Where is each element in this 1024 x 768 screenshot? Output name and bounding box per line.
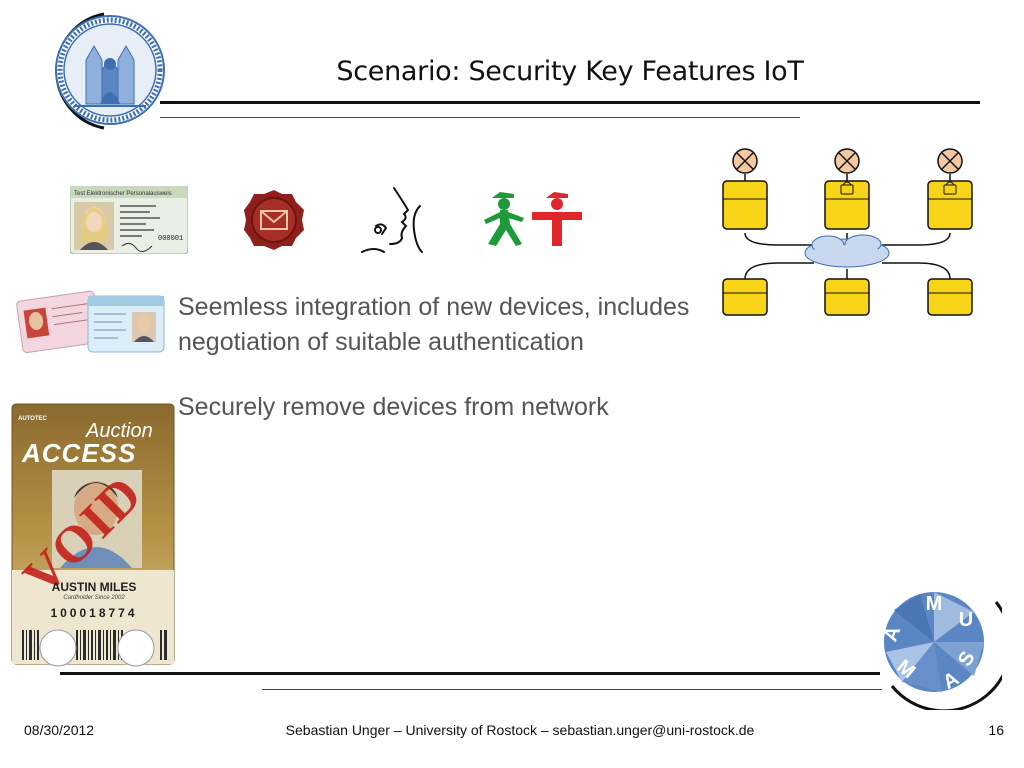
card-brand: AUTOTEC <box>18 416 47 422</box>
green-walking-man-icon <box>484 192 524 246</box>
mamusa-letter: A <box>880 623 906 644</box>
face-profile-icon <box>361 187 423 253</box>
mamusa-letter: M <box>926 593 943 615</box>
cardholder-name: AUSTIN MILES <box>51 580 137 594</box>
footer-date: 08/30/2012 <box>24 722 95 738</box>
german-id-card-image: Test Elektronischer Personalausweis 0000… <box>70 186 188 254</box>
header-divider-thin <box>160 117 800 118</box>
card-title-access: ACCESS <box>22 438 137 468</box>
footer-divider <box>60 672 880 675</box>
lamp-icon <box>732 148 758 181</box>
id-card-header: Test Elektronischer Personalausweis <box>74 191 172 197</box>
lamp-icon <box>834 148 860 181</box>
card-title-auction: Auction <box>86 420 153 442</box>
device-node <box>824 278 870 316</box>
device-node <box>722 278 768 316</box>
cardholder-since: Cardholder Since 2002 <box>63 595 125 601</box>
card-number: 100018774 <box>50 606 138 620</box>
lamp-icon <box>937 148 963 181</box>
wax-seal-icon <box>244 190 304 250</box>
driving-licence-cards-image <box>16 290 165 354</box>
header-divider <box>160 101 980 104</box>
university-seal-logo <box>55 12 165 130</box>
device-node <box>927 278 973 316</box>
page-number: 16 <box>988 722 1004 738</box>
bullet-remove-devices: Securely remove devices from network <box>178 393 609 421</box>
device-node-with-lock <box>927 180 973 230</box>
network-cloud <box>804 234 890 268</box>
red-standing-man-icon <box>532 192 582 246</box>
footer-author: Sebastian Unger – University of Rostock … <box>285 722 755 738</box>
iot-network-diagram <box>722 148 973 316</box>
mamusa-project-logo: M U S A M A <box>880 592 1002 710</box>
mamusa-letter: U <box>959 609 973 631</box>
device-node-with-lock <box>824 180 870 230</box>
auction-access-card: AUTOTEC Auction ACCESS VOID AUSTIN MILES… <box>10 402 178 668</box>
footer-divider-thin <box>262 689 882 690</box>
device-node <box>722 180 768 230</box>
slide-title: Scenario: Security Key Features IoT <box>336 56 804 87</box>
bullet-integration: Seemless integration of new devices, inc… <box>178 293 690 356</box>
id-card-number: 000001 <box>158 235 183 243</box>
